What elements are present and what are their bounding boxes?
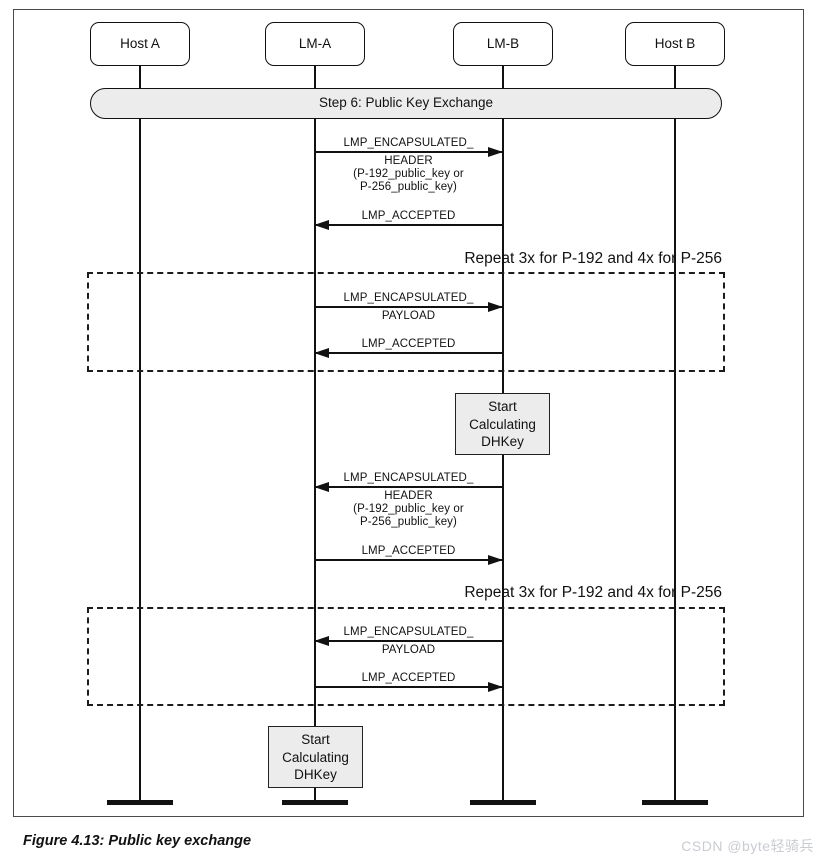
note-start-calculating-dhkey-lm-b: Start Calculating DHKey	[455, 393, 550, 455]
message-label: PAYLOAD	[381, 310, 436, 322]
message-lmp-encapsulated-payload-2: LMP_ENCAPSULATED_ PAYLOAD	[314, 626, 503, 657]
message-label: HEADER	[384, 490, 433, 502]
actor-label-host-a: Host A	[120, 36, 160, 51]
message-lmp-accepted-4: LMP_ACCEPTED	[314, 672, 503, 692]
actor-label-lm-a: LM-A	[298, 36, 332, 51]
message-lmp-accepted-1: LMP_ACCEPTED	[314, 210, 503, 230]
message-lmp-accepted-3: LMP_ACCEPTED	[314, 545, 503, 565]
message-label: LMP_ACCEPTED	[361, 210, 456, 222]
arrow-shaft	[314, 146, 503, 157]
note-start-calculating-dhkey-lm-a: Start Calculating DHKey	[268, 726, 363, 788]
message-label: LMP_ENCAPSULATED_	[343, 292, 474, 304]
arrow-shaft	[314, 554, 503, 565]
arrow-shaft	[314, 347, 503, 358]
repeat-label-1: Repeat 3x for P-192 and 4x for P-256	[464, 250, 722, 267]
arrowhead-left-icon	[314, 347, 329, 358]
lifeline-terminator-lm-b	[470, 800, 536, 805]
message-lmp-encapsulated-payload-1: LMP_ENCAPSULATED_ PAYLOAD	[314, 292, 503, 323]
lifeline-lm-a	[314, 66, 316, 802]
actor-label-lm-b: LM-B	[486, 36, 520, 51]
step-banner: Step 6: Public Key Exchange	[90, 88, 722, 119]
arrow-shaft	[314, 301, 503, 312]
message-label: LMP_ACCEPTED	[361, 338, 456, 350]
lifeline-terminator-host-b	[642, 800, 708, 805]
message-label: PAYLOAD	[381, 644, 436, 656]
note-line: Start	[301, 732, 330, 747]
note-line: DHKey	[294, 767, 337, 782]
message-lmp-encapsulated-header-2: LMP_ENCAPSULATED_ HEADER (P-192_public_k…	[314, 472, 503, 528]
repeat-label-2: Repeat 3x for P-192 and 4x for P-256	[464, 584, 722, 601]
note-line: Start	[488, 399, 517, 414]
csdn-watermark: CSDN @byte轻骑兵	[681, 838, 814, 854]
actor-box-host-a: Host A	[90, 22, 190, 66]
message-lmp-accepted-2: LMP_ACCEPTED	[314, 338, 503, 358]
message-label: (P-192_public_key or	[353, 168, 464, 180]
actor-box-lm-b: LM-B	[453, 22, 553, 66]
arrowhead-right-icon	[488, 301, 503, 312]
message-label: LMP_ENCAPSULATED_	[343, 137, 474, 149]
note-line: DHKey	[481, 434, 524, 449]
note-line: Calculating	[469, 416, 536, 432]
message-label: P-256_public_key)	[360, 515, 457, 528]
repeat-loop-box-1	[87, 272, 725, 372]
arrowhead-right-icon	[488, 554, 503, 565]
actor-box-host-b: Host B	[625, 22, 725, 66]
arrowhead-right-icon	[488, 681, 503, 692]
repeat-loop-box-2	[87, 607, 725, 706]
arrowhead-right-icon	[488, 146, 503, 157]
message-label: (P-192_public_key or	[353, 503, 464, 515]
lifeline-terminator-lm-a	[282, 800, 348, 805]
step-banner-label: Step 6: Public Key Exchange	[318, 95, 494, 110]
arrow-shaft	[314, 481, 503, 492]
arrowhead-left-icon	[314, 635, 329, 646]
diagram-border	[13, 9, 804, 817]
note-line: Calculating	[282, 749, 349, 765]
message-label: P-256_public_key)	[360, 180, 457, 193]
figure-caption: Figure 4.13: Public key exchange	[23, 833, 252, 849]
arrow-shaft	[314, 681, 503, 692]
message-label: HEADER	[384, 155, 433, 167]
lifeline-host-a	[139, 66, 141, 802]
arrow-shaft	[314, 219, 503, 230]
lifeline-host-b	[674, 66, 676, 802]
message-label: LMP_ENCAPSULATED_	[343, 472, 474, 484]
actor-box-lm-a: LM-A	[265, 22, 365, 66]
message-label: LMP_ACCEPTED	[361, 672, 456, 684]
actor-label-host-b: Host B	[654, 36, 696, 51]
message-lmp-encapsulated-header-1: LMP_ENCAPSULATED_ HEADER (P-192_public_k…	[314, 137, 503, 193]
arrow-shaft	[314, 635, 503, 646]
lifeline-terminator-host-a	[107, 800, 173, 805]
message-label: LMP_ACCEPTED	[361, 545, 456, 557]
arrowhead-left-icon	[314, 481, 329, 492]
message-label: LMP_ENCAPSULATED_	[343, 626, 474, 638]
arrowhead-left-icon	[314, 219, 329, 230]
